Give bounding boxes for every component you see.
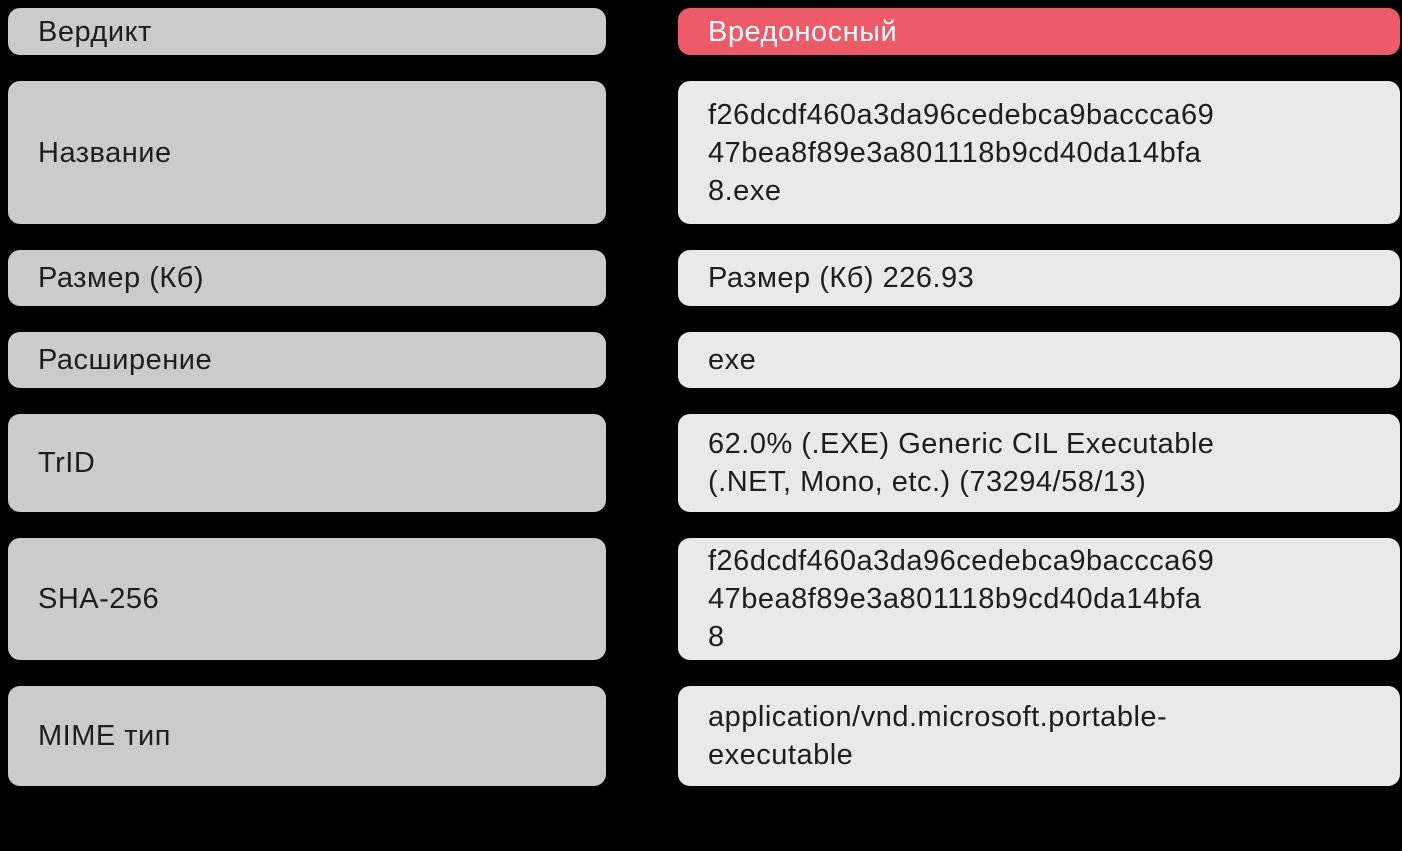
mime-type-value: application/vnd.microsoft.portable-execu… — [678, 686, 1400, 786]
verdict-label: Вердикт — [8, 8, 606, 55]
row-sha256: SHA-256 f26dcdf460a3da96cedebca9baccca69… — [8, 538, 1400, 660]
row-verdict: Вердикт Вредоносный — [8, 8, 1400, 55]
trid-value: 62.0% (.EXE) Generic CIL Executable (.NE… — [678, 414, 1400, 512]
sha256-label: SHA-256 — [8, 538, 606, 660]
filename-value: f26dcdf460a3da96cedebca9baccca6947bea8f8… — [678, 81, 1400, 224]
row-mime-type: MIME тип application/vnd.microsoft.porta… — [8, 686, 1400, 786]
extension-label: Расширение — [8, 332, 606, 388]
row-trid: TrID 62.0% (.EXE) Generic CIL Executable… — [8, 414, 1400, 512]
file-analysis-report: Вердикт Вредоносный Название f26dcdf460a… — [8, 8, 1400, 786]
mime-type-label: MIME тип — [8, 686, 606, 786]
sha256-value-text: f26dcdf460a3da96cedebca9baccca6947bea8f8… — [708, 545, 1215, 653]
row-size: Размер (Кб) Размер (Кб) 226.93 — [8, 250, 1400, 306]
sha256-value: f26dcdf460a3da96cedebca9baccca6947bea8f8… — [678, 538, 1400, 660]
row-filename: Название f26dcdf460a3da96cedebca9baccca6… — [8, 81, 1400, 224]
filename-value-text: f26dcdf460a3da96cedebca9baccca6947bea8f8… — [708, 98, 1215, 207]
extension-value: exe — [678, 332, 1400, 388]
size-label: Размер (Кб) — [8, 250, 606, 306]
filename-label: Название — [8, 81, 606, 224]
trid-label: TrID — [8, 414, 606, 512]
row-extension: Расширение exe — [8, 332, 1400, 388]
verdict-status-badge: Вредоносный — [678, 8, 1400, 55]
size-value: Размер (Кб) 226.93 — [678, 250, 1400, 306]
